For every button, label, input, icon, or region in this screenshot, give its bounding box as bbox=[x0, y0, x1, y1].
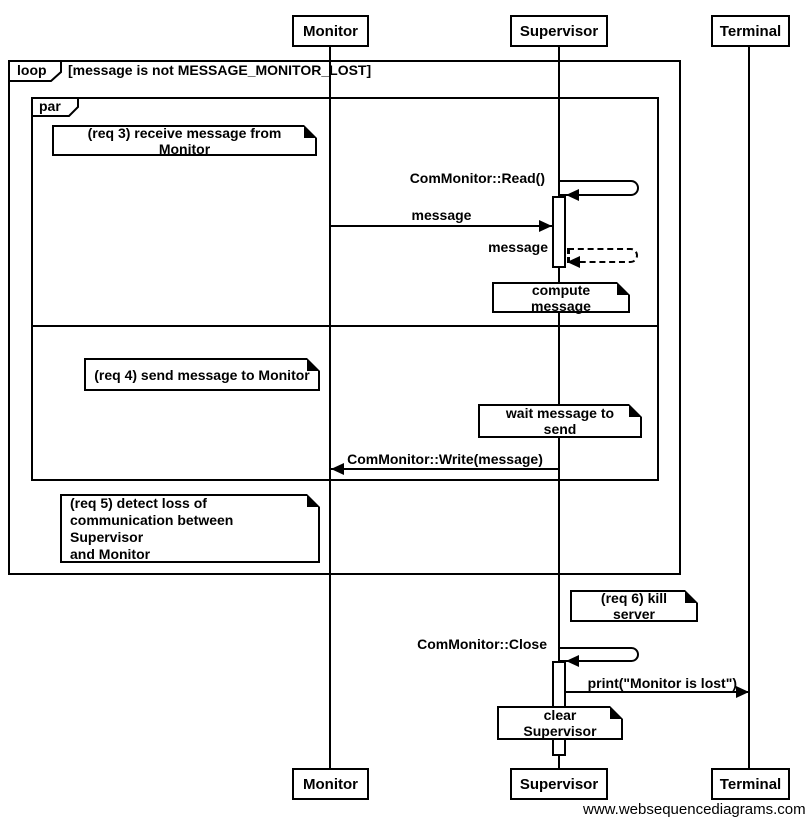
note-fold-icon bbox=[685, 590, 698, 603]
note-fold-icon bbox=[617, 282, 630, 295]
close-selfcall-loop bbox=[560, 647, 639, 662]
par-frame bbox=[31, 97, 659, 481]
note-fold-icon bbox=[304, 125, 317, 138]
note-compute-text: compute message bbox=[531, 281, 591, 314]
note-req5: (req 5) detect loss of communication bet… bbox=[60, 494, 320, 563]
write-message-label: ComMonitor::Write(message) bbox=[347, 451, 543, 467]
note-fold-icon bbox=[307, 494, 320, 507]
write-message-line bbox=[331, 468, 559, 470]
note-req6-text: (req 6) kill server bbox=[600, 590, 668, 622]
actor-terminal-label: Terminal bbox=[719, 22, 782, 40]
actor-monitor-label: Monitor bbox=[303, 775, 358, 793]
note-fold-icon bbox=[610, 706, 623, 719]
read-message-label: ComMonitor::Read() bbox=[409, 170, 545, 186]
note-wait-text: wait message to send bbox=[505, 405, 615, 437]
par-frame-tab bbox=[31, 97, 79, 117]
note-req3-text: (req 3) receive message from Monitor bbox=[87, 124, 282, 157]
return-selfcall-arrowhead-icon bbox=[567, 256, 580, 268]
loop-condition-label: [message is not MESSAGE_MONITOR_LOST] bbox=[68, 62, 372, 78]
note-wait-message: wait message to send bbox=[478, 404, 642, 438]
note-fold-icon bbox=[307, 358, 320, 371]
actor-supervisor-bottom: Supervisor bbox=[510, 768, 608, 800]
print-message-arrowhead-icon bbox=[736, 686, 749, 698]
note-clear-supervisor: clear Supervisor bbox=[497, 706, 623, 740]
actor-supervisor-label: Supervisor bbox=[519, 22, 599, 40]
incoming-message-arrowhead-icon bbox=[539, 220, 552, 232]
note-clear-text: clear Supervisor bbox=[523, 707, 597, 739]
note-req3: (req 3) receive message from Monitor bbox=[52, 124, 317, 157]
note-req6: (req 6) kill server bbox=[570, 590, 698, 622]
terminal-lifeline bbox=[748, 46, 750, 768]
note-compute-message: compute message bbox=[492, 281, 630, 314]
return-selfcall-loop bbox=[567, 248, 638, 263]
actor-supervisor-top: Supervisor bbox=[510, 15, 608, 47]
note-req4-text: (req 4) send message to Monitor bbox=[94, 366, 310, 383]
loop-frame-label: loop bbox=[17, 62, 47, 78]
loop-frame-tab bbox=[8, 60, 62, 82]
note-fold-icon bbox=[629, 404, 642, 417]
return-message-label: message bbox=[488, 239, 548, 255]
note-req4: (req 4) send message to Monitor bbox=[84, 358, 320, 391]
read-selfcall-loop bbox=[560, 180, 639, 196]
par-frame-label: par bbox=[39, 98, 61, 114]
loop-frame bbox=[8, 60, 681, 575]
actor-monitor-top: Monitor bbox=[292, 15, 369, 47]
close-message-label: ComMonitor::Close bbox=[417, 636, 547, 652]
watermark-text: www.websequencediagrams.com bbox=[583, 801, 805, 818]
supervisor-activation-read bbox=[552, 196, 566, 268]
actor-terminal-bottom: Terminal bbox=[711, 768, 790, 800]
print-message-label: print("Monitor is lost") bbox=[587, 675, 737, 691]
close-selfcall-arrowhead-icon bbox=[566, 655, 579, 667]
monitor-lifeline bbox=[329, 46, 331, 768]
par-section-divider bbox=[33, 325, 657, 327]
read-selfcall-arrowhead-icon bbox=[566, 189, 579, 201]
incoming-message-label: message bbox=[411, 207, 472, 223]
print-message-line bbox=[566, 691, 749, 693]
note-req5-text: (req 5) detect loss of communication bet… bbox=[70, 494, 234, 562]
actor-supervisor-label: Supervisor bbox=[519, 775, 599, 793]
write-message-arrowhead-icon bbox=[331, 463, 344, 475]
actor-terminal-top: Terminal bbox=[711, 15, 790, 47]
actor-monitor-label: Monitor bbox=[303, 22, 358, 40]
actor-monitor-bottom: Monitor bbox=[292, 768, 369, 800]
incoming-message-line bbox=[331, 225, 552, 227]
actor-terminal-label: Terminal bbox=[719, 775, 782, 793]
